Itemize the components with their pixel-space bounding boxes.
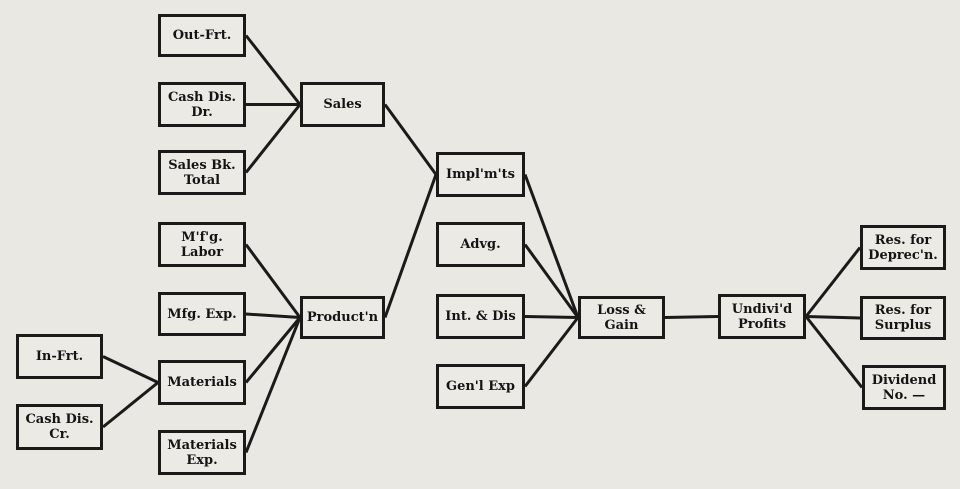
edge-production-to-implmts — [383, 173, 438, 319]
edge-salesbk-to-sales — [244, 103, 302, 174]
node-cashdr: Cash Dis. Dr. — [158, 82, 246, 127]
edge-matexp-to-production — [244, 316, 302, 454]
edge-undivided-to-dividend — [804, 315, 864, 389]
edge-infrt-to-materials — [102, 355, 159, 384]
edge-undivided-to-resdep — [804, 246, 862, 318]
node-sales: Sales — [300, 82, 385, 127]
edge-cashcr-to-materials — [102, 381, 159, 429]
node-infrt: In-Frt. — [16, 334, 103, 379]
node-production: Product'n — [300, 296, 385, 339]
node-cashcr: Cash Dis. Cr. — [16, 404, 103, 450]
node-materials: Materials — [158, 360, 246, 405]
node-undivided: Undivi'd Profits — [718, 294, 806, 339]
node-dividend: Dividend No. — — [862, 365, 946, 410]
edge-implmts-to-lossgain — [523, 173, 580, 319]
edge-sales-to-implmts — [383, 103, 438, 176]
edge-lossgain-to-undivided — [664, 315, 719, 319]
node-mfgexp: Mfg. Exp. — [158, 292, 246, 336]
node-intdis: Int. & Dis — [436, 294, 525, 339]
edge-genl-to-lossgain — [523, 316, 580, 388]
node-outfrt: Out-Frt. — [158, 14, 246, 57]
node-labor: M'f'g. Labor — [158, 222, 246, 267]
edge-mfgexp-to-production — [245, 312, 301, 319]
edge-materials-to-production — [244, 316, 302, 384]
edge-labor-to-production — [244, 243, 302, 319]
node-advg: Advg. — [436, 222, 525, 267]
edge-advg-to-lossgain — [523, 243, 580, 319]
edge-intdis-to-lossgain — [524, 315, 579, 319]
node-ressur: Res. for Surplus — [860, 296, 946, 340]
node-salesbk: Sales Bk. Total — [158, 150, 246, 195]
node-resdep: Res. for Deprec'n. — [860, 225, 946, 270]
node-genl: Gen'l Exp — [436, 364, 525, 409]
node-implmts: Impl'm'ts — [436, 152, 525, 197]
node-lossgain: Loss & Gain — [578, 296, 665, 339]
edge-undivided-to-ressur — [805, 315, 861, 320]
node-matexp: Materials Exp. — [158, 430, 246, 475]
edge-outfrt-to-sales — [244, 34, 302, 106]
